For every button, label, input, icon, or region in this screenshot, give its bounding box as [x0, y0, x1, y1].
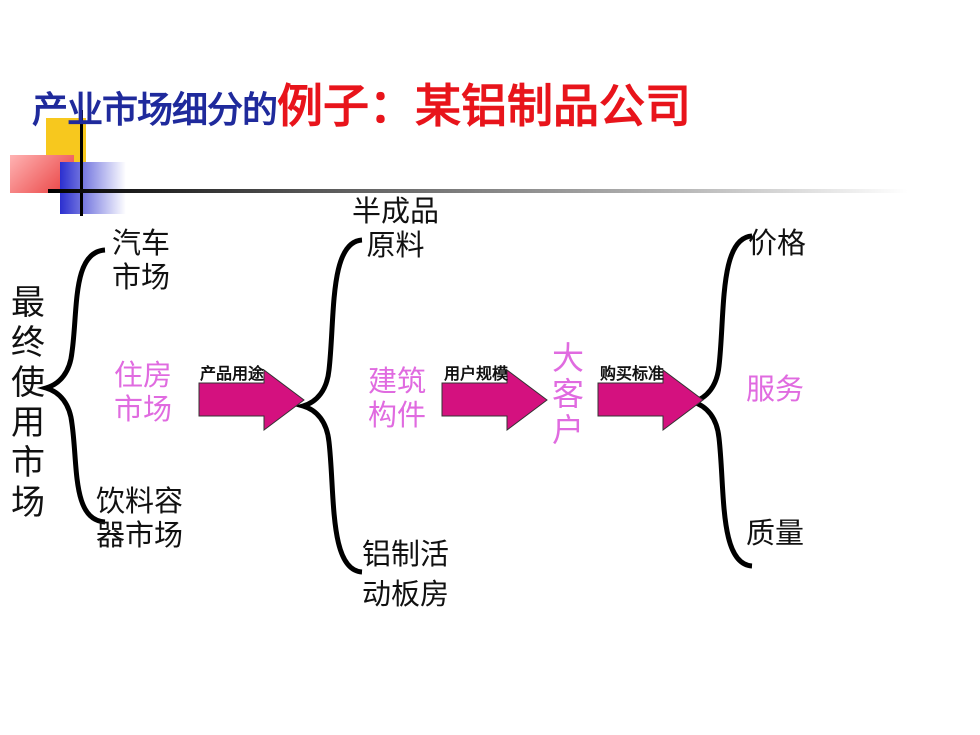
arrow-2 [441, 369, 548, 431]
title-underline [48, 189, 908, 193]
page-title: 产业市场细分的例子：某铝制品公司 [32, 70, 691, 136]
use-building: 建筑 构件 [368, 364, 426, 432]
use-mobile: 铝制活 动板房 [362, 534, 449, 614]
arrow2-label: 用户规模 [444, 364, 509, 383]
arrow-3 [597, 369, 704, 431]
big-client-label: 大客户 [551, 339, 584, 449]
criteria-quality: 质量 [746, 516, 805, 550]
title-part2: 例子：某铝制品公司 [277, 79, 692, 133]
arrow3-label: 购买标准 [600, 364, 665, 383]
brace-1 [36, 247, 106, 525]
use-mobile-line1: 铝制活 [362, 537, 450, 571]
market-housing: 住房 市场 [114, 358, 172, 426]
use-semi-line2: 原料 [366, 228, 425, 262]
use-building-line2: 构件 [368, 398, 427, 432]
criteria-service: 服务 [746, 372, 805, 406]
market-car-line1: 汽车 [112, 226, 171, 260]
use-semi: 半成品 原料 [352, 194, 439, 262]
market-beverage-line1: 饮料容 [96, 484, 184, 518]
market-housing-line2: 市场 [114, 392, 173, 426]
market-beverage-line2: 器市场 [96, 518, 184, 552]
arrow-1 [198, 369, 305, 431]
market-housing-line1: 住房 [114, 358, 173, 392]
use-mobile-line2: 动板房 [362, 577, 450, 611]
decor-vertical-line [80, 110, 83, 216]
decor-blue-square [60, 162, 126, 214]
decor-yellow-square [46, 118, 86, 162]
market-car-line2: 市场 [112, 260, 171, 294]
market-car: 汽车 市场 [112, 226, 170, 294]
brace-2 [293, 237, 363, 575]
use-semi-line1: 半成品 [352, 194, 440, 228]
final-market-label: 最终使用市场 [11, 283, 45, 523]
arrow1-label: 产品用途 [200, 364, 265, 383]
market-beverage: 饮料容 器市场 [96, 484, 183, 552]
use-building-line1: 建筑 [368, 364, 427, 398]
criteria-price: 价格 [748, 226, 807, 260]
title-part1: 产业市场细分的 [32, 90, 278, 131]
